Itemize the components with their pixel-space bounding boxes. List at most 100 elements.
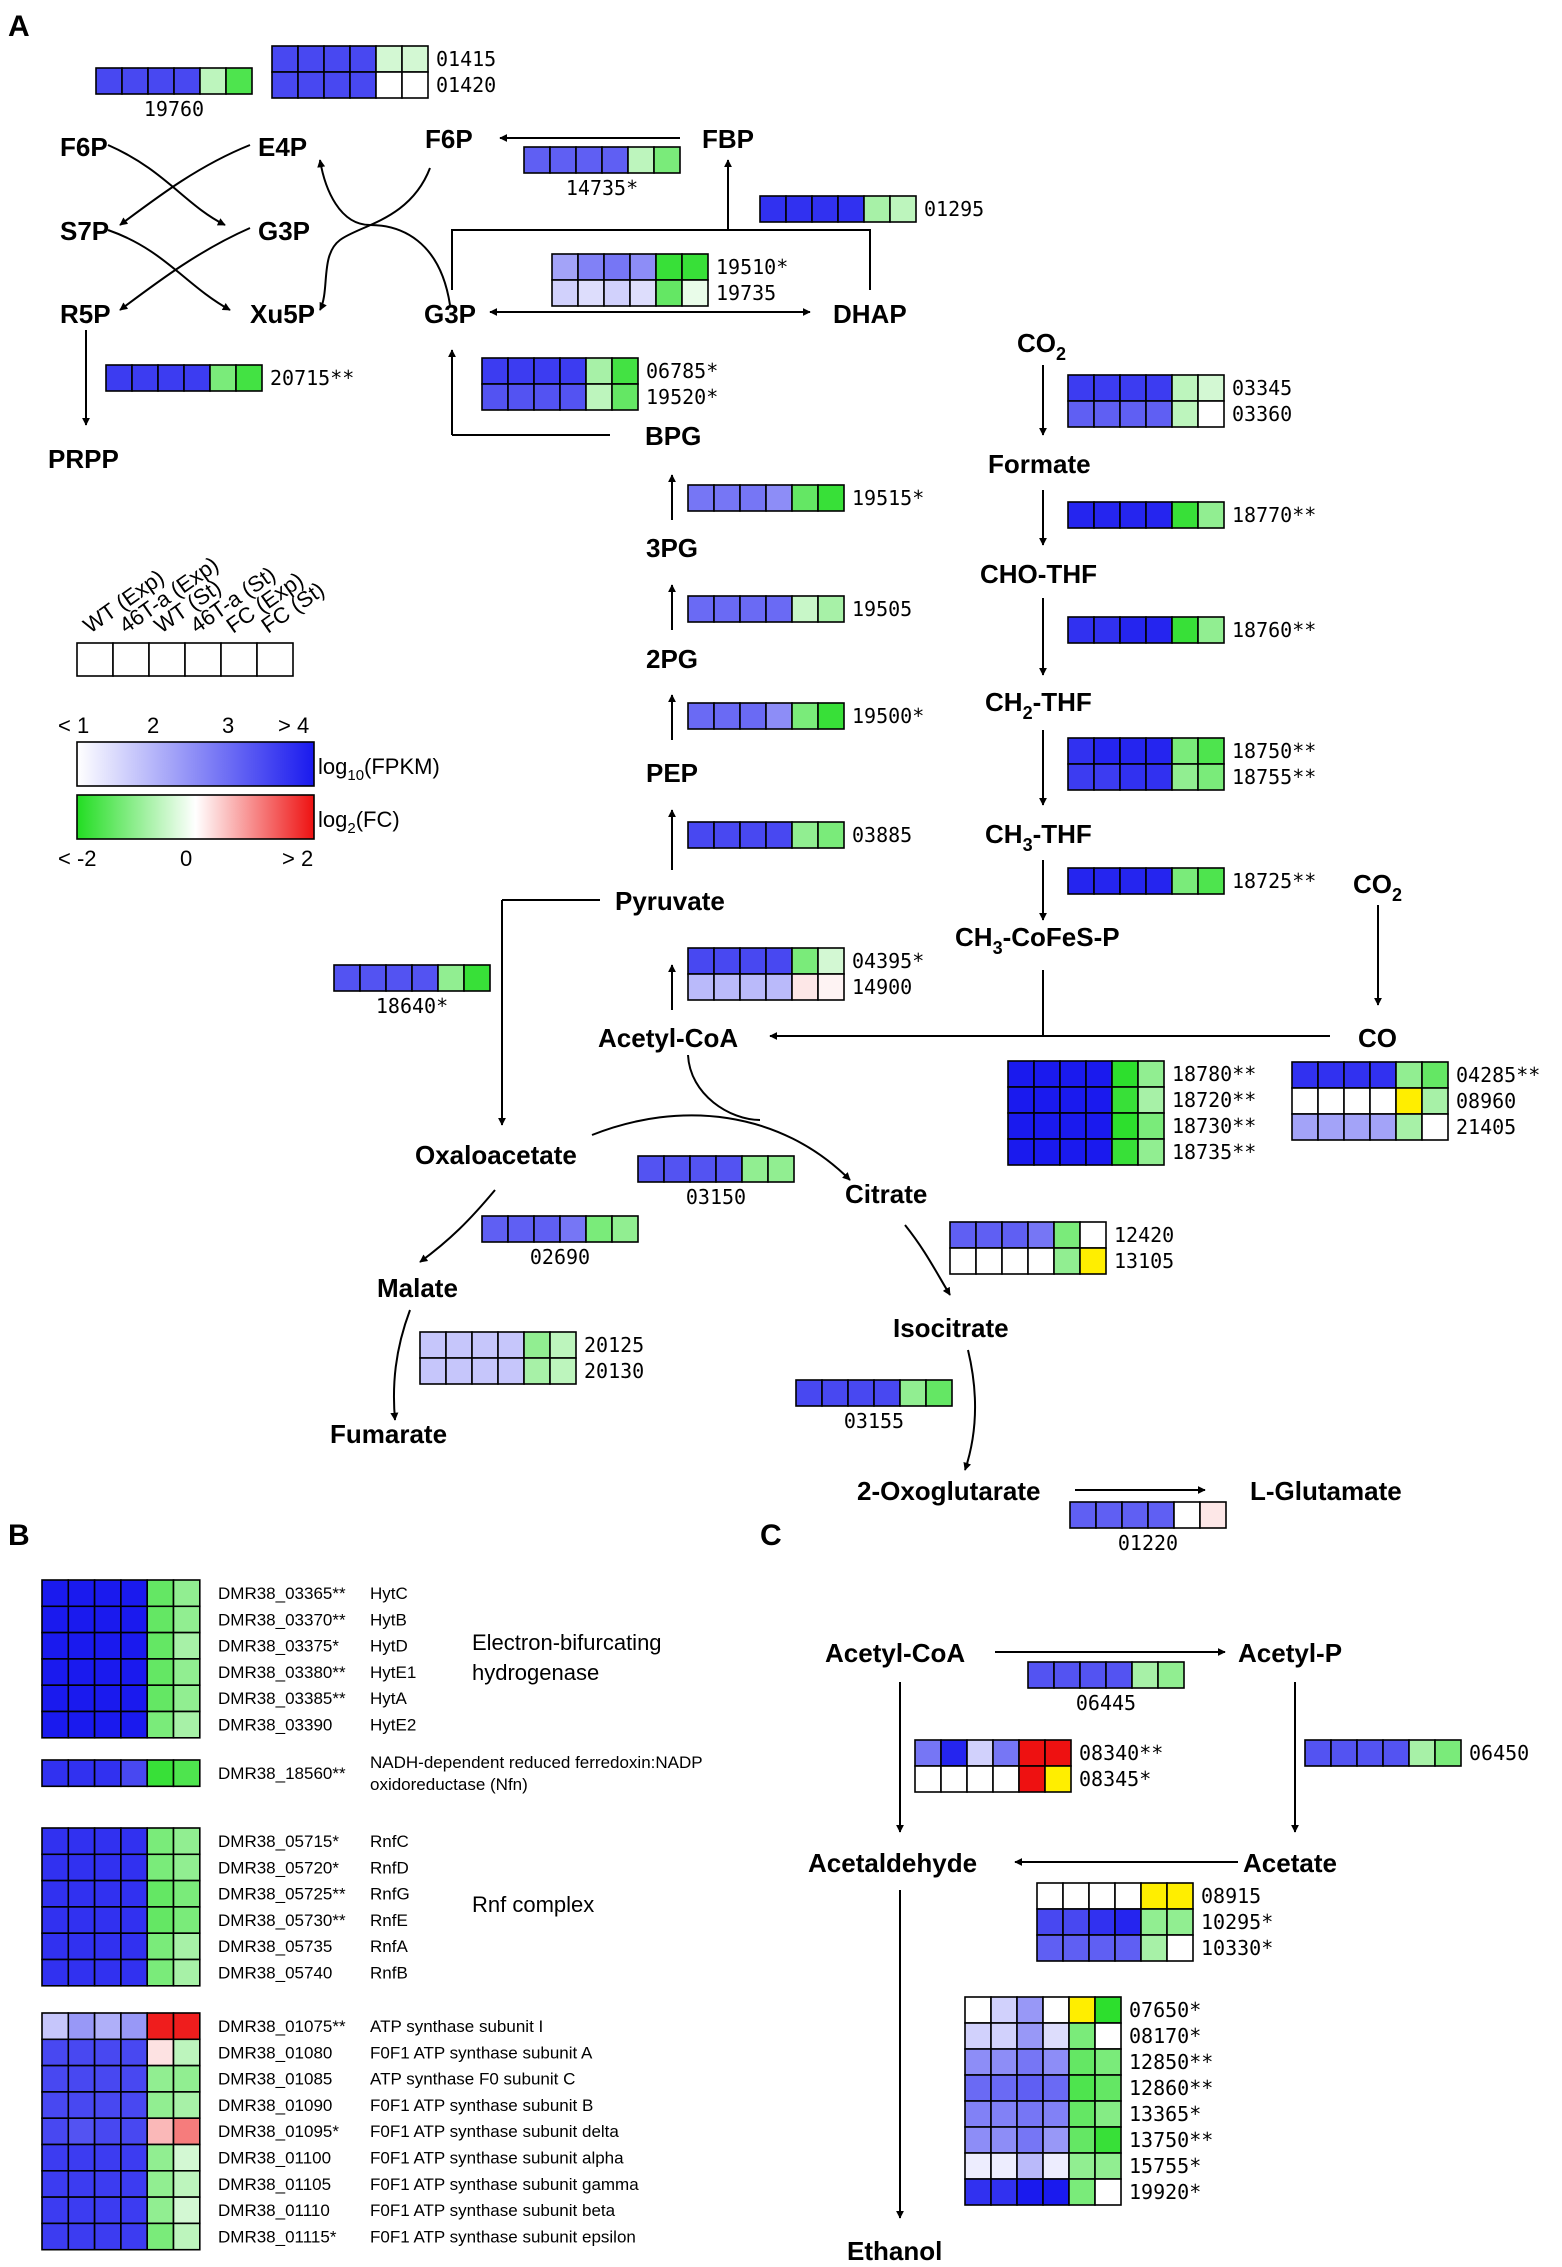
heatmap-cell — [375, 45, 403, 73]
heatmap-g01295: 01295 — [759, 195, 984, 223]
heatmap-cell — [1111, 1138, 1139, 1166]
heatmap-cell — [1114, 1882, 1142, 1910]
metabolite-fbp: FBP — [702, 124, 754, 154]
heatmap-cell — [147, 67, 175, 95]
heatmap-cell — [1434, 1739, 1462, 1767]
heatmap-cell — [1330, 1739, 1358, 1767]
metabolite-f6p-left: F6P — [60, 132, 108, 162]
gene-label: 14900 — [852, 975, 912, 999]
heatmap-cell — [1016, 1996, 1044, 2024]
heatmap-cell — [120, 2012, 149, 2041]
legend: WT (Exp) 46T-a (Exp) WT (St) 46T-a (St) … — [58, 552, 440, 871]
heatmap-g19505: 19505 — [687, 595, 912, 623]
metabolite-formate: Formate — [988, 449, 1091, 479]
gene-label: 18760** — [1232, 618, 1316, 642]
heatmap-g18725: 18725** — [1067, 867, 1316, 895]
heatmap-cell — [1094, 2178, 1122, 2206]
heatmap-cell — [419, 1331, 447, 1359]
heatmap-cell — [146, 1631, 175, 1660]
heatmap-cell — [1111, 1060, 1139, 1088]
heatmap-cell — [1033, 1138, 1061, 1166]
heatmap-g18750: 18750**18755** — [1067, 737, 1316, 791]
heatmap-cell — [93, 1631, 122, 1660]
heatmap-cell — [577, 253, 605, 281]
gene-label: 03150 — [686, 1185, 746, 1209]
heatmap-cell — [67, 1827, 96, 1856]
metabolite-2pg: 2PG — [646, 644, 698, 674]
heatmap-cell — [817, 702, 845, 730]
heatmap-cell — [1016, 2126, 1044, 2154]
c-metabolite-acetate: Acetate — [1243, 1848, 1337, 1878]
heatmap-cell — [1166, 1934, 1194, 1962]
heatmap-cell — [375, 71, 403, 99]
metabolite-ch2-thf: CH2-THF — [985, 687, 1092, 723]
gene-label: 12860** — [1129, 2076, 1213, 2100]
heatmap-cell — [765, 595, 793, 623]
panel-b-gene-id: DMR38_05730** — [218, 1911, 346, 1930]
heatmap-cell — [41, 1631, 70, 1660]
heatmap-cell — [93, 1579, 122, 1608]
heatmap-cell — [1067, 374, 1095, 402]
heatmap-cell — [1093, 867, 1121, 895]
heatmap-cell — [1369, 1061, 1397, 1089]
heatmap-cell — [1094, 2074, 1122, 2102]
heatmap-cell — [817, 973, 845, 1001]
panel-b-gene-name: RnfD — [370, 1858, 409, 1877]
heatmap-cell — [1137, 1086, 1165, 1114]
heatmap-cell — [105, 364, 133, 392]
heatmap-cell — [990, 2178, 1018, 2206]
heatmap-cell — [146, 1605, 175, 1634]
heatmap-cell — [1079, 1661, 1107, 1689]
heatmap-cell — [575, 146, 603, 174]
panel-b-gene-name: oxidoreductase (Nfn) — [370, 1775, 528, 1794]
heatmap-cell — [1131, 1661, 1159, 1689]
heatmap-cell — [629, 279, 657, 307]
heatmap-cell — [41, 1658, 70, 1687]
panel-b-gene-name: RnfG — [370, 1885, 410, 1904]
heatmap-cell — [655, 279, 683, 307]
legend-cell — [256, 642, 294, 677]
metabolite-g3p: G3P — [424, 299, 476, 329]
heatmap-cell — [1044, 1765, 1072, 1793]
heatmap-cell — [1068, 2022, 1096, 2050]
gene-label: 20130 — [584, 1359, 644, 1383]
heatmap-cell — [1119, 867, 1147, 895]
fpkm-scale-label: log10(FPKM) — [318, 754, 440, 784]
gene-label: 01295 — [924, 197, 984, 221]
heatmap-cell — [41, 1932, 70, 1961]
heatmap-cell — [1145, 737, 1173, 765]
heatmap-cell — [41, 2196, 70, 2225]
heatmap-cell — [1356, 1739, 1384, 1767]
gene-label: 12850** — [1129, 2050, 1213, 2074]
heatmap-cell — [120, 1958, 149, 1987]
heatmap-cell — [785, 195, 813, 223]
heatmap-cell — [1094, 1996, 1122, 2024]
heatmap-g03885: 03885 — [687, 821, 912, 849]
heatmap-cell — [1197, 737, 1225, 765]
heatmap-cell — [1119, 374, 1147, 402]
heatmap-cell — [1317, 1087, 1345, 1115]
gene-label: 01420 — [436, 73, 496, 97]
heatmap-cell — [964, 1996, 992, 2024]
heatmap-cell — [559, 383, 587, 411]
heatmap-cell — [1105, 1661, 1133, 1689]
heatmap-cell — [93, 2038, 122, 2067]
heatmap-cell — [41, 2170, 70, 2198]
heatmap-g19500: 19500* — [687, 702, 924, 730]
heatmap-cell — [1053, 1221, 1081, 1249]
heatmap-g03155: 03155 — [795, 1379, 953, 1433]
heatmap-cell — [131, 364, 159, 392]
heatmap-g14735: 14735* — [523, 146, 681, 200]
heatmap-cell — [146, 2091, 175, 2119]
heatmap-cell — [41, 1827, 70, 1856]
heatmap-cell — [739, 947, 767, 975]
heatmap-cell — [120, 1631, 149, 1660]
heatmap-cell — [1166, 1882, 1194, 1910]
fpkm-tick-3: 3 — [222, 713, 234, 738]
heatmap-cell — [1145, 763, 1173, 791]
heatmap-cell — [551, 279, 579, 307]
heatmap-cell — [93, 2222, 122, 2251]
heatmap-cell — [765, 947, 793, 975]
legend-cell — [112, 642, 150, 677]
